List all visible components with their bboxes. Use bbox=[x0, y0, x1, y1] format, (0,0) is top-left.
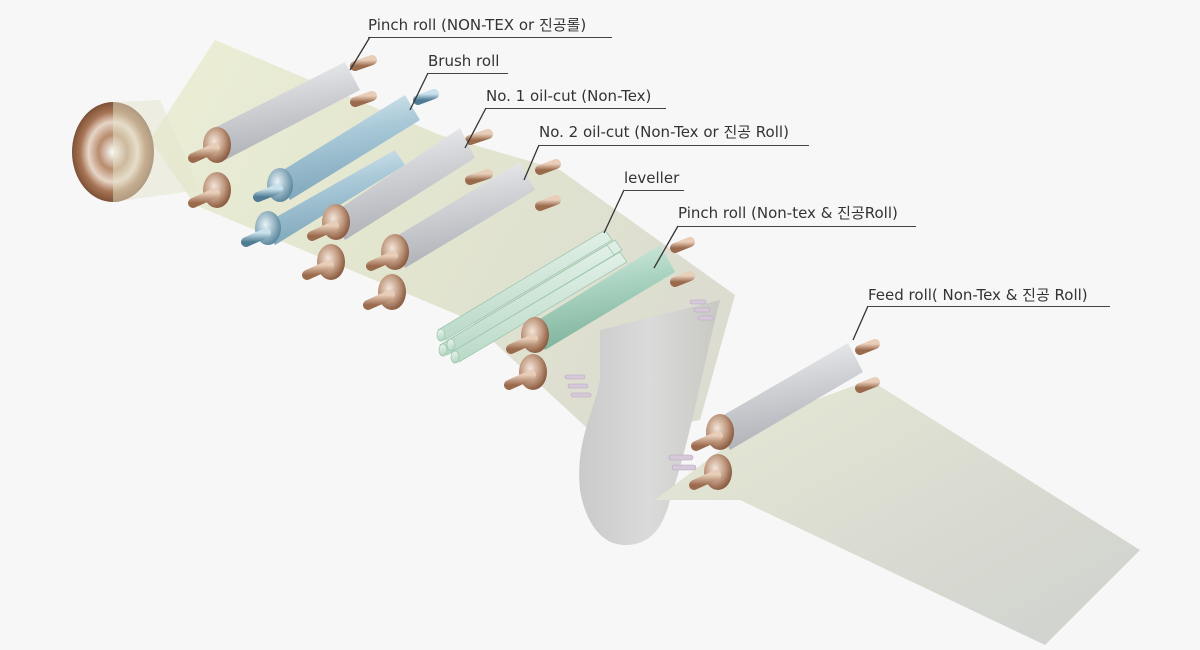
oil-cut-1 bbox=[302, 128, 493, 280]
brush-roll bbox=[241, 89, 439, 247]
underline-leveller bbox=[624, 190, 684, 191]
label-leveller: leveller bbox=[624, 169, 680, 187]
pinch-roll-1 bbox=[188, 55, 377, 208]
oil-cut-2 bbox=[363, 159, 561, 310]
underline-oil-cut-2 bbox=[539, 145, 809, 146]
label-pinch-roll-2: Pinch roll (Non-tex & 진공Roll) bbox=[678, 204, 898, 222]
lower-strip bbox=[655, 380, 1140, 645]
pinch-roll-2 bbox=[504, 237, 695, 390]
underline-brush-roll bbox=[428, 73, 508, 74]
underline-feed-roll bbox=[868, 306, 1110, 307]
leveller bbox=[436, 229, 628, 364]
underline-pinch-roll-2 bbox=[678, 226, 916, 227]
strip-loop bbox=[579, 300, 720, 545]
label-pinch-roll-1: Pinch roll (NON-TEX or 진공롤) bbox=[368, 16, 587, 34]
label-feed-roll: Feed roll( Non-Tex & 진공 Roll) bbox=[868, 286, 1088, 304]
leader-lines bbox=[349, 36, 869, 341]
label-brush-roll: Brush roll bbox=[428, 52, 500, 70]
label-oil-cut-1: No. 1 oil-cut (Non-Tex) bbox=[486, 87, 652, 105]
underline-pinch-roll-1 bbox=[368, 37, 612, 38]
label-oil-cut-2: No. 2 oil-cut (Non-Tex or 진공 Roll) bbox=[539, 123, 789, 141]
feed-roll bbox=[689, 339, 880, 490]
underline-oil-cut-1 bbox=[486, 108, 666, 109]
